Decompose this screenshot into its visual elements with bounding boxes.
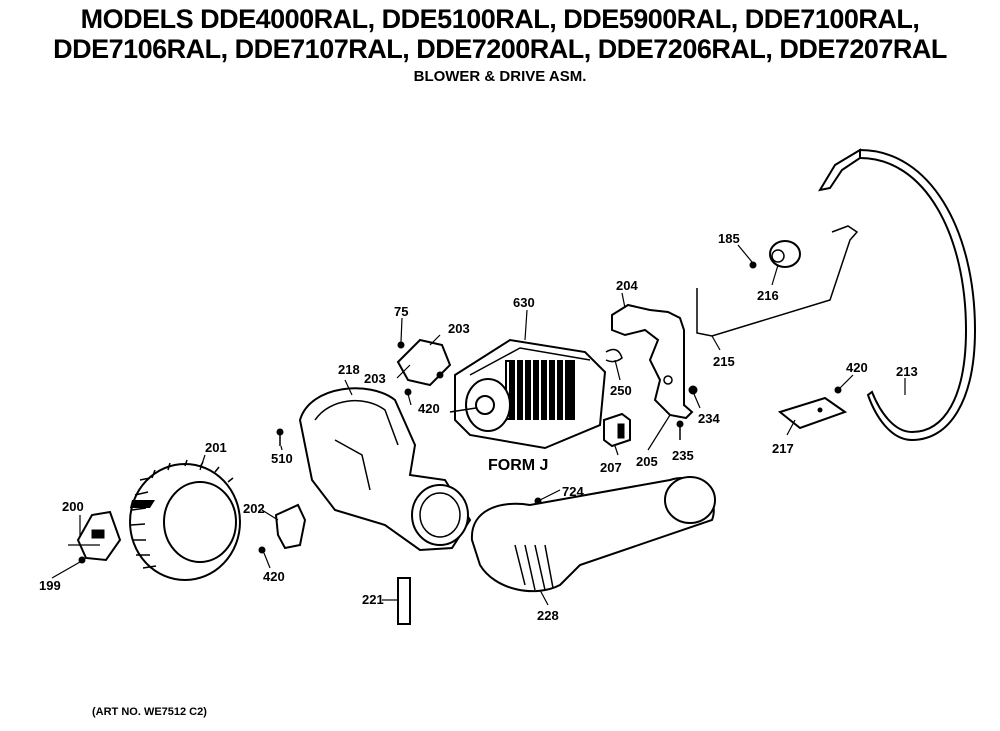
form-label: FORM J — [488, 457, 548, 474]
callout-228: 228 — [537, 608, 559, 623]
callout-200: 200 — [62, 499, 84, 514]
drive-motor-630 — [449, 338, 607, 450]
callout-203-upper: 203 — [448, 321, 470, 336]
motor-switch-207 — [603, 412, 631, 448]
callout-216: 216 — [757, 288, 779, 303]
screw-724 — [534, 497, 542, 505]
idler-bracket-217 — [777, 396, 848, 430]
clip-250 — [605, 348, 623, 363]
idler-arm-215 — [696, 225, 859, 337]
callout-218: 218 — [338, 362, 360, 377]
callout-205: 205 — [636, 454, 658, 469]
screw-185 — [749, 261, 757, 269]
exhaust-duct-228 — [470, 476, 716, 593]
blower-cover-200 — [76, 510, 122, 562]
callout-420-upper: 420 — [418, 401, 440, 416]
pulley-216 — [769, 240, 801, 268]
callout-213: 213 — [896, 364, 918, 379]
models-title-line-1: MODELS DDE4000RAL, DDE5100RAL, DDE5900RA… — [80, 4, 920, 34]
callout-420-lower: 420 — [263, 569, 285, 584]
callout-204: 204 — [616, 278, 638, 293]
callout-235: 235 — [672, 448, 694, 463]
assembly-subtitle: BLOWER & DRIVE ASM. — [413, 68, 587, 85]
callout-420-right: 420 — [846, 360, 868, 375]
callout-207: 207 — [600, 460, 622, 475]
callout-217: 217 — [772, 441, 794, 456]
screw-235 — [676, 420, 684, 440]
callout-234: 234 — [698, 411, 720, 426]
screw-420-lower — [258, 546, 266, 554]
screw-510 — [276, 428, 284, 446]
blower-bracket-203 — [396, 338, 452, 387]
callout-221: 221 — [362, 592, 384, 607]
callout-185: 185 — [718, 231, 740, 246]
screw-234 — [688, 385, 698, 395]
callout-199: 199 — [39, 578, 61, 593]
callout-215: 215 — [713, 354, 735, 369]
seal-bracket-202 — [274, 503, 307, 550]
drum-belt-213 — [817, 148, 977, 442]
callout-250: 250 — [610, 383, 632, 398]
callout-202: 202 — [243, 501, 265, 516]
seal-strip-221 — [397, 577, 411, 625]
screw-199 — [78, 556, 86, 564]
callout-724: 724 — [562, 484, 584, 499]
callout-75: 75 — [394, 304, 408, 319]
blower-housing-218 — [298, 387, 472, 552]
callout-630: 630 — [513, 295, 535, 310]
motor-bracket-205 — [611, 303, 694, 420]
callout-203-lower: 203 — [364, 371, 386, 386]
models-title-line-2: DDE7106RAL, DDE7107RAL, DDE7200RAL, DDE7… — [53, 34, 947, 64]
blower-wheel-201 — [129, 459, 241, 581]
callout-510: 510 — [271, 451, 293, 466]
screw-420-right — [834, 386, 842, 394]
screw-75 — [397, 341, 405, 349]
callout-201: 201 — [205, 440, 227, 455]
art-number: (ART NO. WE7512 C2) — [92, 706, 207, 718]
